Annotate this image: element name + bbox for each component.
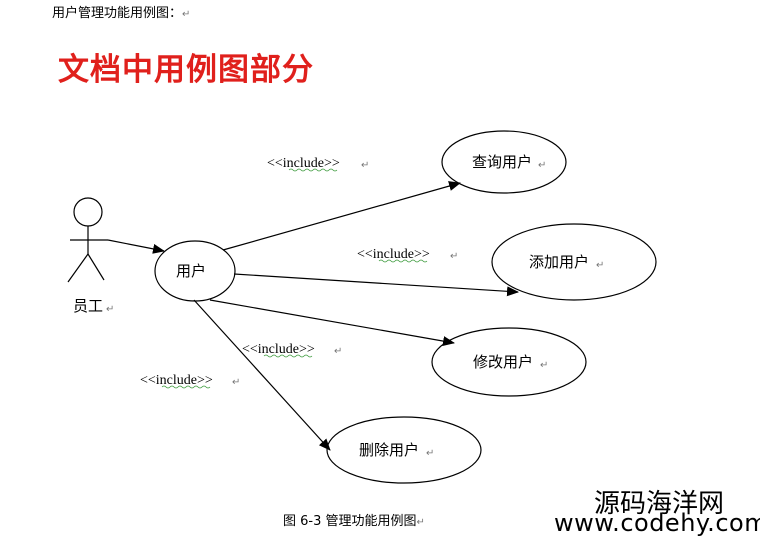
paragraph-mark: ↵	[334, 346, 342, 357]
paragraph-mark: ↵	[450, 251, 458, 262]
include-label-delete: <<include>> ↵	[140, 373, 240, 389]
paragraph-mark: ↵	[426, 448, 434, 459]
figure-caption: 图 6-3 管理功能用例图↵	[283, 510, 425, 529]
paragraph-mark: ↵	[232, 377, 240, 388]
include-line-delete	[193, 299, 331, 451]
actor-left-leg	[67, 253, 89, 283]
include-label: <<include>>	[357, 247, 430, 262]
actor-head	[73, 197, 103, 227]
spellcheck-underline	[161, 385, 211, 389]
usecase-query: 查询用户 ↵	[441, 130, 567, 194]
usecase-modify: 修改用户 ↵	[431, 327, 587, 397]
include-label: <<include>>	[267, 156, 340, 171]
paragraph-mark: ↵	[106, 304, 114, 315]
paragraph-mark: ↵	[540, 360, 548, 371]
spellcheck-underline	[263, 354, 313, 358]
usecase-ellipse	[441, 130, 567, 194]
heading-text: 用户管理功能用例图：	[52, 6, 183, 21]
actor-employee: 员工 ↵	[67, 197, 114, 315]
include-label: <<include>>	[242, 342, 315, 357]
paragraph-mark: ↵	[182, 9, 191, 20]
actor-right-leg	[87, 253, 105, 281]
caption-text: 图 6-3 管理功能用例图	[283, 514, 417, 529]
overlay-title: 文档中用例图部分	[58, 52, 314, 88]
include-line-add	[233, 273, 519, 297]
include-label-modify: <<include>> ↵	[242, 342, 342, 358]
include-line-query	[222, 181, 461, 251]
usecase-label: 删除用户	[359, 441, 419, 459]
include-line-modify	[209, 299, 455, 347]
actor-label: 员工	[73, 297, 103, 315]
include-label: <<include>>	[140, 373, 213, 388]
paragraph-mark: ↵	[596, 260, 604, 271]
include-label-query: <<include>> ↵	[267, 156, 369, 172]
usecase-label: 添加用户	[529, 253, 589, 271]
paragraph-mark: ↵	[538, 160, 546, 171]
usecase-label: 用户	[176, 262, 206, 280]
watermark-name: 源码海洋网	[594, 489, 725, 519]
usecase-ellipse	[491, 223, 657, 301]
include-label-add: <<include>> ↵	[357, 247, 458, 263]
watermark-url: www.codehy.com	[554, 509, 760, 537]
usecase-delete: 删除用户 ↵	[326, 416, 482, 484]
document-heading: 用户管理功能用例图：↵	[52, 2, 190, 21]
paragraph-mark: ↵	[416, 517, 425, 528]
usecase-label: 修改用户	[473, 353, 533, 371]
usecase-add: 添加用户 ↵	[491, 223, 657, 301]
spellcheck-underline	[378, 259, 428, 263]
association-actor-user	[107, 239, 165, 254]
usecase-ellipse	[431, 327, 587, 397]
usecase-label: 查询用户	[472, 153, 532, 171]
paragraph-mark: ↵	[361, 160, 369, 171]
spellcheck-underline	[288, 168, 338, 172]
